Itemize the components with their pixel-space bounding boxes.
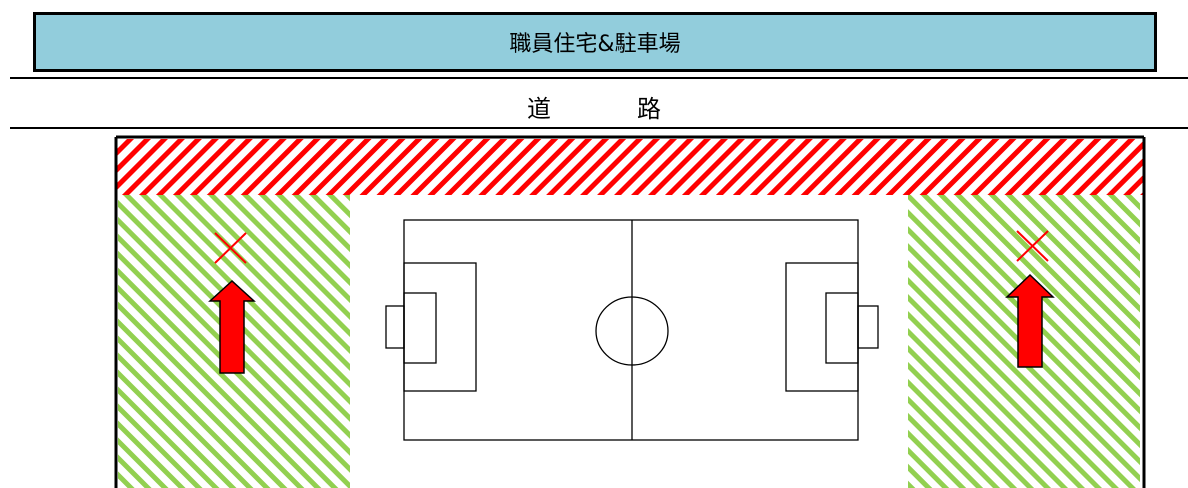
pitch-outline xyxy=(403,219,859,441)
left-goal xyxy=(385,305,405,349)
ground-area xyxy=(114,135,1146,488)
road-char-1: 道 xyxy=(527,94,551,123)
road-edge-bottom xyxy=(10,127,1188,129)
road-char-2: 路 xyxy=(637,94,661,123)
restricted-zone xyxy=(116,139,1144,195)
left-goal-area xyxy=(403,292,437,364)
staff-housing-parking-banner: 職員住宅&駐車場 xyxy=(33,12,1157,72)
center-circle xyxy=(595,296,669,366)
cross-mark-icon xyxy=(1016,230,1049,262)
soccer-pitch xyxy=(385,219,879,441)
right-penalty-area xyxy=(785,262,859,392)
left-penalty-area xyxy=(403,262,477,392)
ground-diagram xyxy=(114,135,1146,488)
cross-mark-icon xyxy=(214,232,247,264)
arrow-up-icon xyxy=(208,279,256,374)
right-goal-area xyxy=(825,292,859,364)
arrow-up-icon xyxy=(1005,273,1055,368)
right-goal xyxy=(857,305,879,349)
road-label: 道 路 xyxy=(0,86,1188,126)
banner-label: 職員住宅&駐車場 xyxy=(509,32,681,57)
road-edge-top xyxy=(10,77,1188,79)
